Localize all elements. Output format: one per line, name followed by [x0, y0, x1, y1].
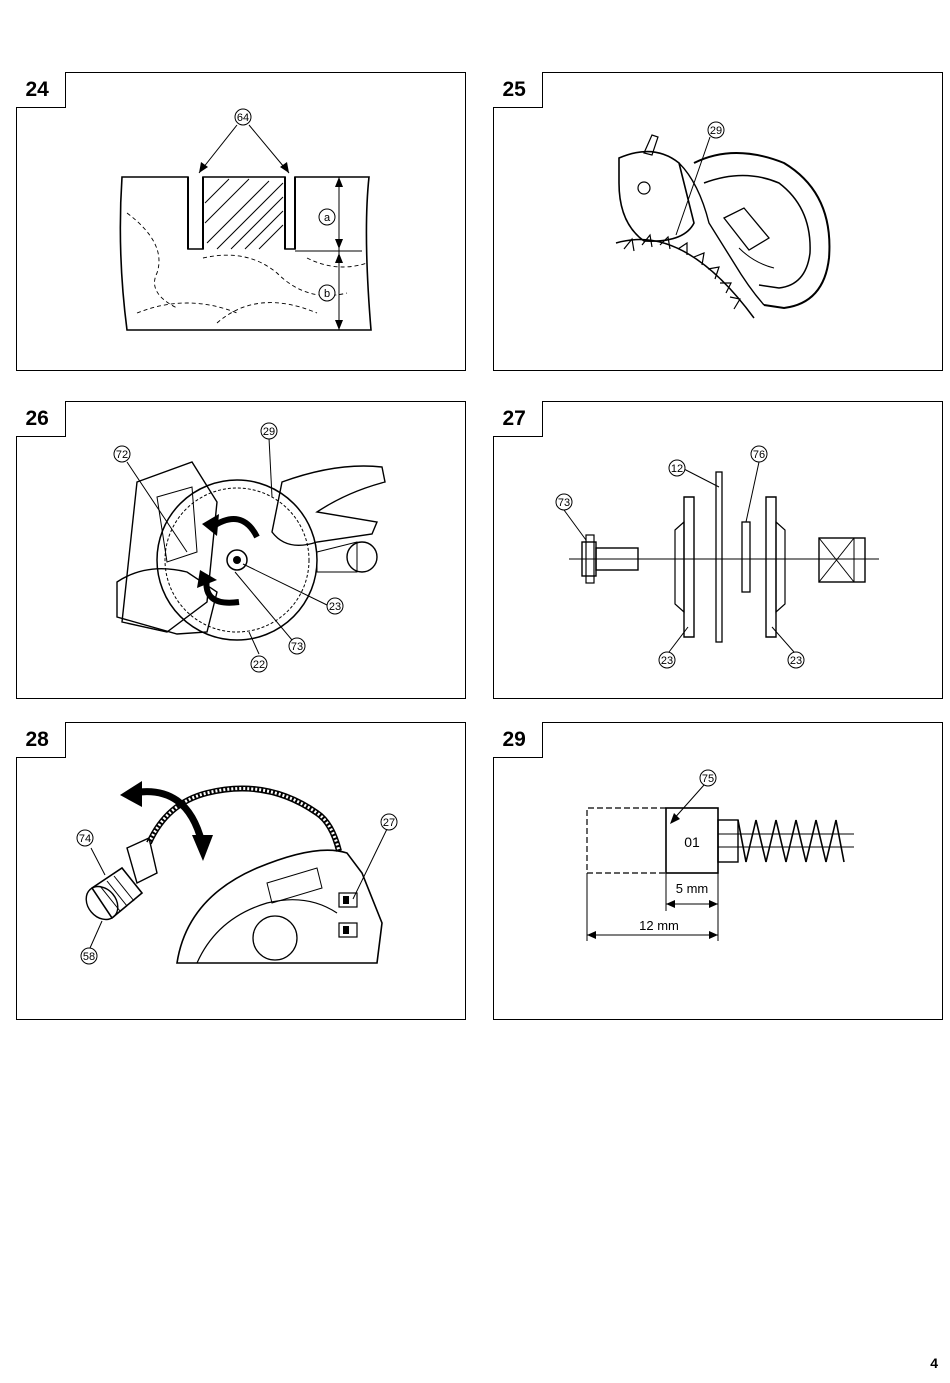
figure-28: 28 74 27 58 [15, 721, 466, 1020]
figure-26: 26 29 72 23 73 22 [15, 400, 466, 699]
callout-76: 76 [753, 449, 765, 461]
figure-25: 25 29 [492, 71, 943, 371]
figure-number: 27 [492, 400, 543, 437]
label-b: b [324, 288, 330, 300]
figure-number: 26 [15, 400, 66, 437]
callout-23-left: 23 [661, 655, 673, 667]
callout-75: 75 [702, 773, 714, 785]
figure-27-drawing: 12 76 73 23 23 [555, 445, 879, 669]
figure-29: 29 01 5 mm 12 mm 75 [492, 721, 943, 1020]
callout-29: 29 [263, 426, 275, 438]
figure-25-drawing: 29 [615, 121, 831, 319]
brush-code: 01 [684, 834, 700, 850]
figure-28-drawing: 74 27 58 [76, 781, 398, 965]
figure-number: 24 [15, 71, 66, 108]
figure-24: 24 [15, 71, 466, 371]
figure-29-drawing: 01 5 mm 12 mm 75 [586, 769, 854, 941]
callout-73: 73 [558, 497, 570, 509]
callout-74: 74 [79, 833, 91, 845]
figure-26-drawing: 29 72 23 73 22 [113, 422, 386, 673]
callout-23-right: 23 [790, 655, 802, 667]
callout-29: 29 [710, 125, 722, 137]
figure-24-drawing: 64 a b [119, 108, 372, 331]
callout-22: 22 [253, 659, 265, 671]
page-number: 4 [930, 1355, 938, 1371]
callout-72: 72 [116, 449, 128, 461]
figure-number: 25 [492, 71, 543, 108]
figure-number: 29 [492, 721, 543, 758]
callout-12: 12 [671, 463, 683, 475]
label-a: a [324, 212, 331, 224]
callout-64: 64 [237, 112, 249, 124]
dim-5mm: 5 mm [676, 881, 709, 896]
callout-73: 73 [291, 641, 303, 653]
callout-23: 23 [329, 601, 341, 613]
callout-58: 58 [83, 951, 95, 963]
figure-27: 27 12 76 73 23 [492, 400, 943, 699]
dim-12mm: 12 mm [639, 918, 679, 933]
callout-27: 27 [383, 817, 395, 829]
figure-number: 28 [15, 721, 66, 758]
